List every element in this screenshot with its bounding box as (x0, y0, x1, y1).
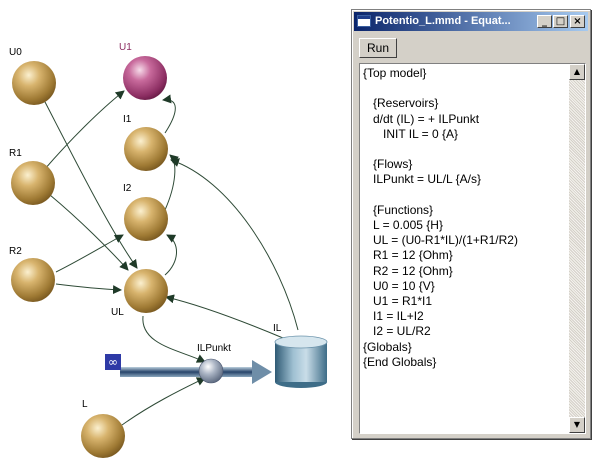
equation-line[interactable] (363, 81, 568, 96)
window-title: Potentio_L.mmd - Equat... (375, 15, 511, 27)
converter-l[interactable] (81, 414, 125, 458)
vertical-scrollbar[interactable]: ▲ ▼ (569, 64, 585, 433)
equation-line[interactable]: I1 = IL+I2 (363, 309, 424, 324)
label-r1: R1 (9, 148, 22, 159)
connector-r1-u1 (43, 90, 125, 171)
flow-arrowhead (252, 360, 272, 384)
equation-line[interactable]: U1 = R1*I1 (363, 294, 433, 309)
equation-editor[interactable]: {Top model} {Reservoirs} d/dt (IL) = + I… (359, 63, 586, 434)
connector-ul-i2 (164, 234, 177, 276)
label-i1: I1 (123, 114, 132, 125)
connector-l-ilpunkt (121, 377, 206, 426)
minimize-button[interactable]: _ (537, 15, 552, 28)
output-u1[interactable] (123, 56, 167, 100)
connector-il-i1 (170, 158, 299, 331)
run-button[interactable]: Run (359, 38, 397, 58)
label-ilpunkt: ILPunkt (197, 343, 231, 354)
converter-u0[interactable] (12, 61, 56, 105)
source-infinity-icon: ∞ (108, 355, 118, 369)
scroll-down-button[interactable]: ▼ (569, 417, 585, 433)
connector-lines (43, 90, 299, 426)
equation-line[interactable]: {Functions} (363, 202, 434, 217)
connector-r1-ul (49, 194, 129, 271)
label-u1: U1 (119, 42, 132, 53)
equation-line[interactable]: {Top model} (363, 66, 427, 80)
flow-pipe (120, 367, 260, 377)
converter-r2[interactable] (11, 258, 55, 302)
converter-i2[interactable] (124, 197, 168, 241)
model-diagram: ∞ U0 U1 I1 R1 I2 R2 UL ILPunkt IL L (9, 42, 328, 458)
equation-text[interactable]: {Top model} {Reservoirs} d/dt (IL) = + I… (363, 66, 568, 370)
window-app-icon (357, 15, 371, 27)
scroll-up-button[interactable]: ▲ (569, 64, 585, 80)
connector-il-ul (165, 294, 284, 339)
reservoir-il[interactable] (274, 335, 328, 388)
connector-r2-i2 (55, 234, 124, 273)
equation-line[interactable]: {End Globals} (363, 354, 437, 369)
equation-line[interactable]: R1 = 12 {Ohm} (363, 248, 453, 263)
equation-line[interactable]: I2 = UL/R2 (363, 324, 431, 339)
connector-i1-u1 (162, 94, 176, 134)
close-button[interactable]: × (570, 15, 585, 28)
label-il: IL (273, 323, 282, 334)
connector-r2-ul (55, 283, 122, 295)
flow-valve-ilpunkt[interactable] (198, 358, 224, 384)
connector-ul-ilpunkt (142, 315, 206, 363)
label-i2: I2 (123, 183, 132, 194)
label-ul: UL (111, 307, 124, 318)
connector-u0-ul (43, 99, 138, 269)
equation-line[interactable]: INIT IL = 0 {A} (363, 126, 459, 141)
label-r2: R2 (9, 246, 22, 257)
equation-line[interactable] (363, 188, 568, 203)
equation-line[interactable]: R2 = 12 {Ohm} (363, 263, 453, 278)
label-u0: U0 (9, 47, 22, 58)
equation-line[interactable]: L = 0.005 {H} (363, 218, 443, 233)
equation-line[interactable] (363, 142, 568, 157)
source-cloud-icon[interactable] (105, 354, 121, 370)
converter-ul[interactable] (124, 269, 168, 313)
equation-line[interactable]: U0 = 10 {V} (363, 278, 435, 293)
diagram-canvas: ∞ (11, 56, 328, 458)
connector-i2-i1 (164, 154, 179, 211)
equation-line[interactable]: {Flows} (363, 157, 413, 172)
equation-window: Potentio_L.mmd - Equat... _ □ × Run {Top… (351, 9, 591, 439)
equation-line[interactable]: UL = (U0-R1*IL)/(1+R1/R2) (363, 233, 518, 248)
equation-line[interactable]: {Globals} (363, 339, 412, 354)
equation-line[interactable]: ILPunkt = UL/L {A/s} (363, 172, 481, 187)
window-titlebar[interactable]: Potentio_L.mmd - Equat... _ □ × (354, 12, 588, 31)
converter-i1[interactable] (124, 127, 168, 171)
label-l: L (82, 399, 88, 410)
maximize-button[interactable]: □ (553, 15, 568, 28)
equation-line[interactable]: {Reservoirs} (363, 96, 439, 111)
equation-line[interactable]: d/dt (IL) = + ILPunkt (363, 111, 480, 126)
converter-r1[interactable] (11, 161, 55, 205)
